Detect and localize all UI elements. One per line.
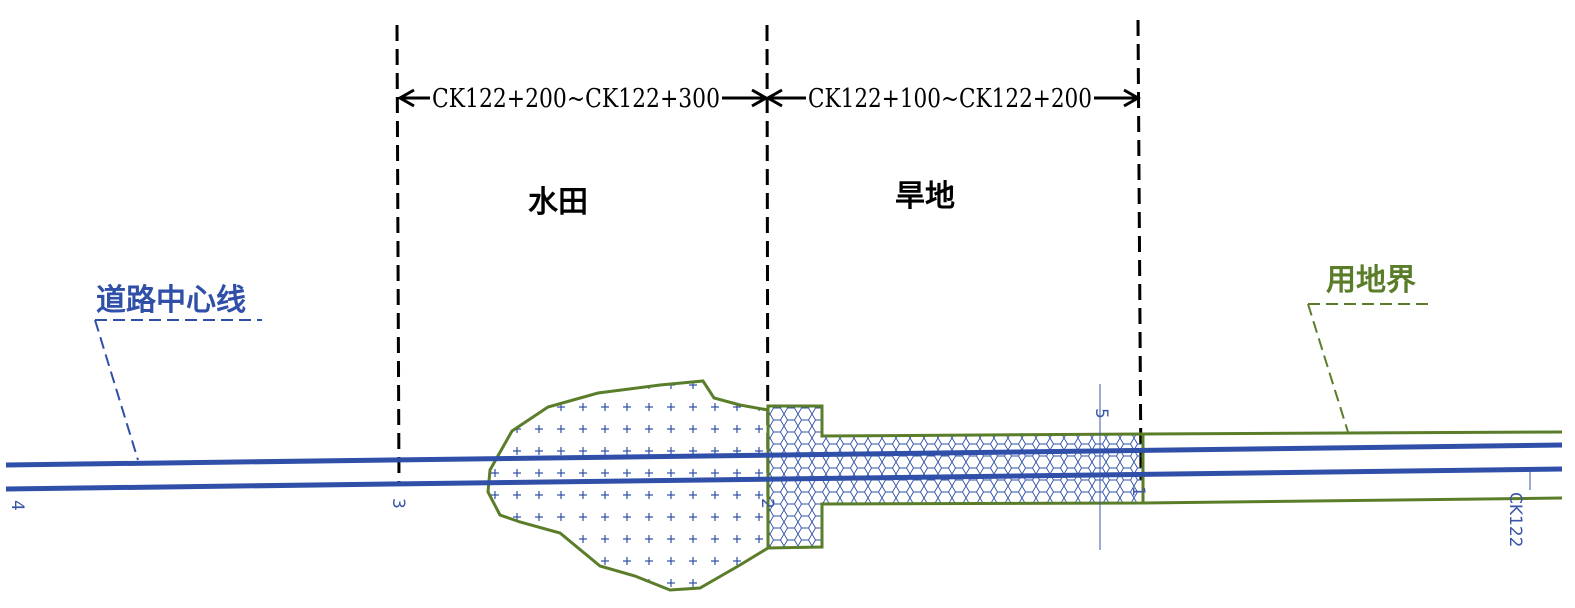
zone-label-dryland: 旱地: [895, 179, 955, 214]
station-label-4: 4: [7, 500, 27, 511]
station-label-1: 1: [1128, 486, 1148, 497]
road-line-top: [5, 442, 1563, 468]
paddy-field-area: [486, 379, 770, 592]
boundary-label-leader: [1307, 303, 1349, 433]
land-boundary-line-bottom: [1142, 496, 1563, 505]
zone-label-paddy: 水田: [528, 185, 588, 220]
road-label-leader: [94, 319, 139, 461]
land-boundary-line-top: [1142, 430, 1563, 436]
station-label-3: 3: [388, 498, 408, 509]
road-line-bottom: [5, 466, 1563, 492]
dimension-arrow-right: [764, 88, 1142, 108]
station-label-5: 5: [1091, 408, 1111, 419]
station-label-2: 2: [757, 498, 777, 509]
station-label-ck: CK122: [1505, 492, 1525, 547]
road-centerline-label: 道路中心线: [96, 283, 246, 318]
dimension-line-right: [1136, 19, 1143, 481]
dimension-label-right: CK122+100~CK122+200: [808, 84, 1092, 114]
land-boundary-label: 用地界: [1326, 263, 1416, 298]
dimension-line-left: [395, 24, 401, 486]
dimension-label-left: CK122+200~CK122+300: [432, 84, 720, 114]
